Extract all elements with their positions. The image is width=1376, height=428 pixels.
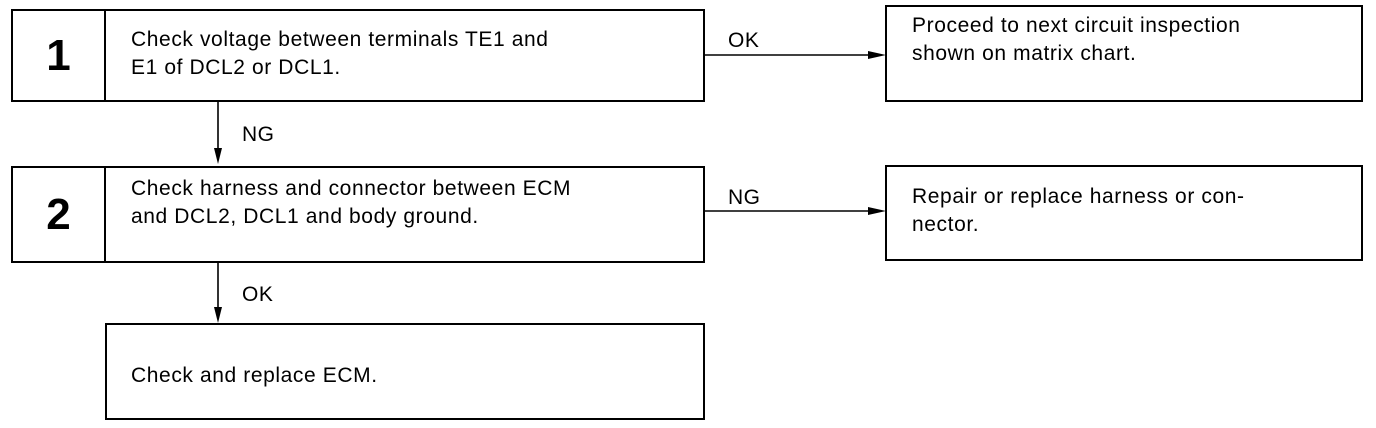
arrowhead-step2-ok — [214, 307, 222, 323]
step-2-result-text: Repair or replace harness or con- nector… — [912, 185, 1245, 236]
step-2-ng-label: NG — [728, 186, 761, 209]
arrowhead-step1-ok — [868, 51, 886, 59]
step-1-ng-label: NG — [242, 123, 275, 146]
step-2-ok-label: OK — [242, 283, 274, 306]
arrowhead-step1-ng — [214, 148, 222, 164]
step-1-box: 1 Check voltage between terminals TE1 an… — [11, 9, 705, 102]
final-step-text: Check and replace ECM. — [131, 364, 378, 387]
step-1-result-box: Proceed to next circuit inspection shown… — [885, 5, 1363, 102]
arrowhead-step2-ng — [868, 207, 886, 215]
step-1-ok-label: OK — [728, 29, 760, 52]
step-1-text: Check voltage between terminals TE1 and … — [131, 28, 549, 79]
final-step-box: Check and replace ECM. — [105, 323, 705, 420]
step-2-text: Check harness and connector between ECM … — [131, 177, 572, 228]
step-2-number: 2 — [13, 168, 106, 261]
step-1-result-text: Proceed to next circuit inspection shown… — [912, 14, 1241, 65]
step-2-result-box: Repair or replace harness or con- nector… — [885, 165, 1363, 261]
step-1-number: 1 — [13, 11, 106, 100]
step-2-box: 2 Check harness and connector between EC… — [11, 166, 705, 263]
